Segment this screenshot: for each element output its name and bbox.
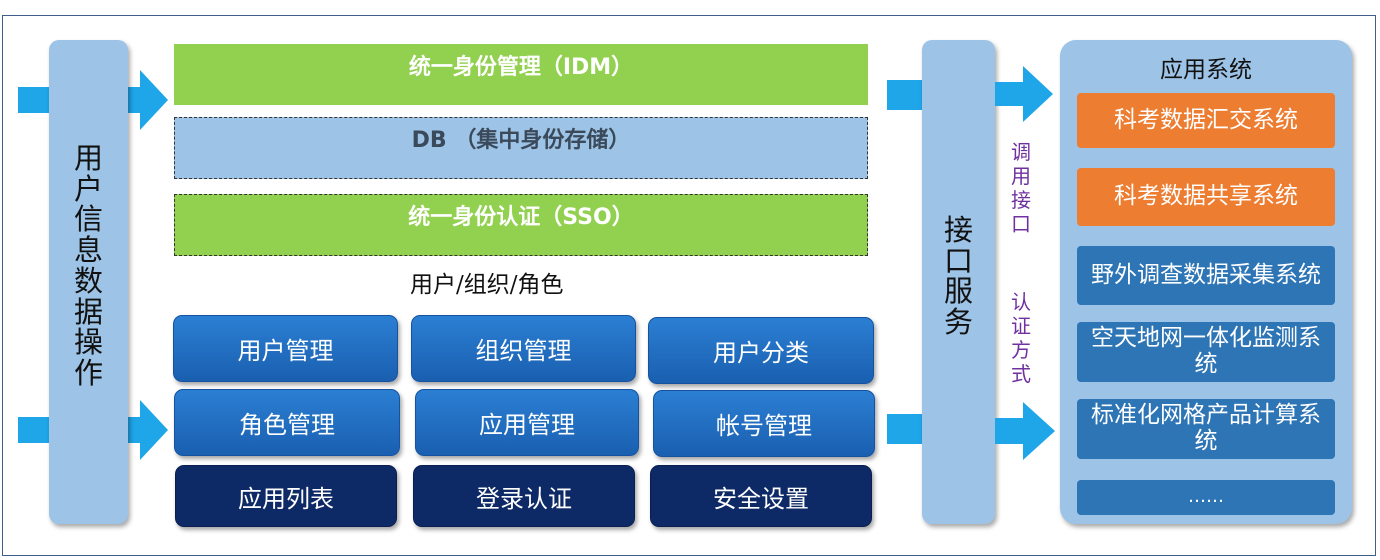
app-grid-computing-system[interactable]: 标准化网格产品计算系统	[1077, 399, 1335, 459]
idm-band: 统一身份管理（IDM）	[174, 44, 868, 105]
interface-arrow-bottom	[887, 414, 925, 444]
interface-service-label: 接口服务	[943, 213, 973, 340]
interface-arrow-top	[887, 80, 925, 110]
db-band-label: DB （集中身份存储）	[411, 128, 631, 153]
app-more-systems[interactable]: ……	[1077, 480, 1335, 515]
user-data-operation-label: 用户信息数据操作	[73, 141, 103, 391]
module-role-management[interactable]: 角色管理	[174, 389, 400, 456]
module-app-list[interactable]: 应用列表	[175, 465, 397, 527]
app-data-submission-system[interactable]: 科考数据汇交系统	[1077, 93, 1335, 148]
call-interface-label: 调用接口	[1011, 140, 1031, 236]
module-account-management[interactable]: 帐号管理	[653, 390, 875, 457]
sso-band-label: 统一身份认证（SSO）	[408, 205, 634, 230]
sso-band: 统一身份认证（SSO）	[174, 194, 868, 256]
module-security-settings[interactable]: 安全设置	[650, 465, 872, 527]
diagram-frame	[2, 15, 1376, 556]
auth-method-label: 认证方式	[1011, 290, 1031, 386]
module-user-management[interactable]: 用户管理	[173, 315, 398, 382]
output-arrow-bottom	[995, 402, 1055, 460]
app-data-sharing-system[interactable]: 科考数据共享系统	[1077, 168, 1335, 226]
module-user-category[interactable]: 用户分类	[648, 317, 874, 384]
db-band: DB （集中身份存储）	[174, 117, 868, 179]
app-monitoring-system[interactable]: 空天地网一体化监测系统	[1077, 322, 1335, 382]
caption-user-org-role: 用户/组织/角色	[410, 272, 564, 298]
interface-service-column: 接口服务	[922, 40, 995, 524]
application-system-title: 应用系统	[1160, 57, 1252, 83]
output-arrow-top	[995, 66, 1053, 122]
module-app-management[interactable]: 应用管理	[415, 389, 639, 456]
module-login-auth[interactable]: 登录认证	[413, 465, 635, 527]
user-data-operation-column: 用户信息数据操作	[49, 40, 128, 524]
idm-band-label: 统一身份管理（IDM）	[408, 55, 634, 80]
module-org-management[interactable]: 组织管理	[411, 315, 636, 382]
app-field-survey-system[interactable]: 野外调查数据采集系统	[1077, 246, 1335, 305]
